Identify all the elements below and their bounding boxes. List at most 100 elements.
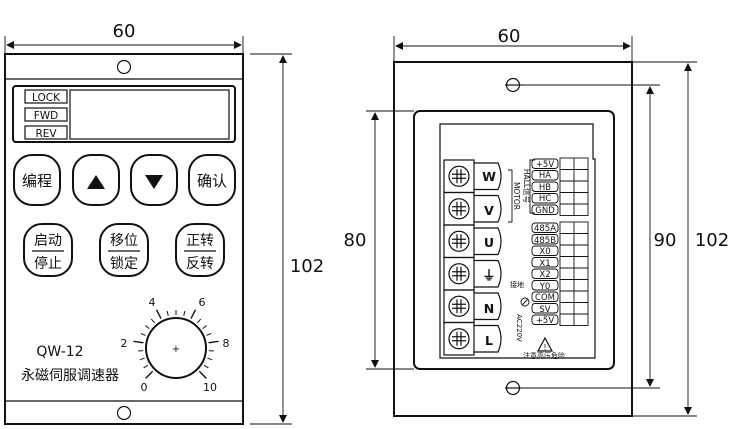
back-view: 60 W V U ⏚ N L MOTOR HALL信号 接地 AC220V +5…: [344, 26, 729, 417]
dial-label-8: 8: [223, 337, 230, 350]
signal-label-box: [531, 245, 559, 256]
confirm-button[interactable]: [188, 154, 236, 206]
signal-label-box: [531, 257, 559, 268]
dial-tick-9: [166, 310, 169, 317]
product-name: 永磁伺服调速器: [21, 368, 119, 384]
lcd-screen: [69, 89, 230, 140]
lock-label: 锁定: [110, 256, 138, 272]
dial-label-6: 6: [199, 296, 206, 309]
ground-note: 接地: [510, 280, 524, 289]
status-lock-box: [24, 89, 68, 104]
ground-terminal-icon: ⏚: [482, 269, 495, 284]
sig-485a: 485A: [534, 224, 556, 234]
terminal-u-label: U: [484, 235, 494, 250]
warning-text: 注意高压危险: [523, 351, 565, 360]
dial-tick-8: [155, 309, 162, 319]
dial-tick-20: [198, 370, 207, 379]
dial-label-10: 10: [203, 381, 217, 394]
status-rev-label: REV: [35, 128, 57, 140]
terminal-housing-3: [474, 259, 502, 288]
confirm-button-label: 确认: [197, 172, 227, 190]
dial-tick-12: [190, 309, 197, 319]
screw-terminal-icon: [448, 230, 470, 252]
front-view: 60 LOCK FWD REV 编程 确认 启动 停止 移位 锁定: [4, 21, 324, 425]
status-lock-label: LOCK: [32, 92, 61, 104]
shift-lock-button[interactable]: [99, 223, 149, 277]
screw-terminal-icon: [448, 328, 470, 350]
inner-plate: [413, 110, 615, 370]
front-width-label: 60: [113, 21, 136, 42]
start-label: 启动: [34, 233, 62, 249]
sig-com: COM: [535, 293, 555, 303]
screw-terminal-icon: [448, 198, 470, 220]
front-top-mount-hole: [116, 59, 132, 75]
motor-terminal-strip: [443, 159, 502, 356]
signal-label-box: [531, 193, 559, 204]
dial-tick-19: [203, 364, 209, 369]
shift-label: 移位: [110, 233, 138, 249]
sig-x2: X2: [539, 270, 550, 280]
signal-labels: +5V HA HB HC GND 485A 485B X0 X1 X2 Y0 C…: [534, 160, 556, 326]
dial-tick-14: [202, 325, 207, 330]
down-button[interactable]: [130, 154, 178, 206]
signal-label-box: [531, 280, 559, 291]
sig-x1: X1: [539, 259, 550, 269]
dial-tick-4: [133, 340, 144, 344]
model-number: QW-12: [36, 344, 83, 360]
screw-terminal-icon: [448, 295, 470, 317]
screw-cell-5: [443, 321, 475, 356]
sig-5v-bottom: +5V: [536, 316, 555, 326]
signal-label-box: [531, 181, 559, 192]
motor-label: MOTOR: [512, 182, 521, 210]
front-bottom-mount-hole: [116, 405, 132, 421]
stop-label: 停止: [34, 255, 62, 272]
dial-tick-1: [143, 364, 149, 369]
sig-485b: 485B: [534, 236, 556, 246]
ac-voltage-label: AC220V: [515, 314, 523, 342]
speed-dial-knob[interactable]: [145, 317, 207, 379]
terminal-housing-2: [474, 227, 502, 256]
dial-center-mark: +: [172, 344, 180, 355]
sig-sv: SV: [539, 305, 550, 315]
dial-ticks: [133, 309, 219, 379]
front-panel-body: [4, 53, 244, 425]
dial-tick-6: [145, 325, 150, 330]
program-button-label: 编程: [22, 172, 52, 190]
screw-terminal-icon: [448, 263, 470, 285]
status-fwd-label: FWD: [34, 110, 59, 122]
up-arrow-icon: [87, 175, 105, 189]
terminal-housing-4: [474, 292, 502, 321]
motor-bracket: [508, 169, 513, 223]
dim102-label: 102: [695, 230, 729, 251]
warning-symbol: !: [543, 343, 546, 352]
program-button[interactable]: [13, 154, 61, 206]
terminal-housing-0: [474, 162, 502, 191]
signal-terminal-strips: [531, 157, 589, 326]
up-button[interactable]: [72, 154, 120, 206]
back-width-label: 60: [498, 26, 521, 47]
signal-label-box: [531, 234, 559, 245]
status-fwd-box: [24, 107, 68, 122]
ground-symbol-slash: [521, 298, 529, 306]
start-stop-button[interactable]: [23, 223, 73, 277]
signal-label-box: [531, 158, 559, 169]
back-panel-body: [393, 61, 633, 417]
signal-label-box: [531, 291, 559, 302]
signal-label-box: [531, 222, 559, 233]
ground-symbol-icon: [520, 297, 530, 307]
dial-tick-5: [140, 333, 146, 336]
dial-label-4: 4: [149, 296, 156, 309]
hall-label: HALL信号: [522, 169, 532, 203]
forward-label: 正转: [186, 233, 214, 249]
reverse-label: 反转: [186, 256, 214, 272]
dial-tick-15: [206, 333, 212, 336]
warning-triangle-icon: [536, 336, 554, 352]
signal-label-box: [531, 204, 559, 215]
dial-label-2: 2: [121, 337, 128, 350]
signal-label-box: [531, 314, 559, 325]
terminal-housing-1: [474, 194, 502, 223]
sig-5v-top: +5V: [536, 160, 555, 170]
terminal-block-outline: [439, 123, 596, 359]
fwd-rev-button[interactable]: [175, 223, 225, 277]
dial-tick-7: [150, 318, 155, 324]
